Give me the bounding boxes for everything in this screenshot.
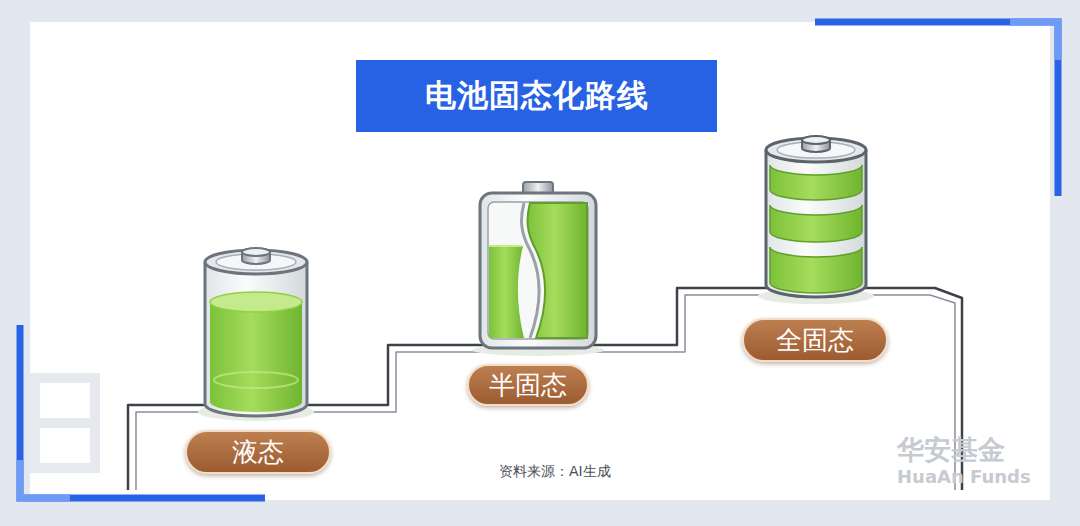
stage-pill: 全固态 xyxy=(742,318,888,362)
solid-battery xyxy=(758,136,874,304)
battery-body xyxy=(480,193,596,348)
white-panel xyxy=(30,22,1050,500)
wave-separator xyxy=(522,203,539,338)
semi-solid-battery xyxy=(472,182,604,356)
liquid-fill xyxy=(210,302,302,412)
corner-squares xyxy=(35,378,95,468)
liquid-fill xyxy=(489,246,524,338)
battery-cap-top xyxy=(802,136,830,144)
stage-pill: 液态 xyxy=(185,430,331,474)
solid-layer xyxy=(770,247,862,293)
title-banner: 电池固态化路线 xyxy=(356,60,717,132)
deco-square xyxy=(35,378,95,423)
stage-name: 全固态 xyxy=(776,323,854,358)
liquid-ring xyxy=(214,372,298,388)
watermark: HuaAn Funds xyxy=(897,466,1031,487)
liquid-surface xyxy=(489,245,522,247)
stage-name: 液态 xyxy=(232,435,284,470)
liquid-battery xyxy=(198,248,314,421)
corner-accent xyxy=(1010,22,1058,60)
stage-pill: 半固态 xyxy=(467,364,589,406)
watermark: 华安基金 xyxy=(897,432,1005,468)
liquid-surface xyxy=(210,292,302,312)
battery-body xyxy=(766,150,866,297)
battery-inner xyxy=(488,202,588,339)
solid-layer xyxy=(770,205,862,242)
solid-layer xyxy=(770,165,862,200)
stage-name: 半固态 xyxy=(489,368,567,403)
battery-body xyxy=(205,262,307,416)
battery-cap-top xyxy=(242,248,270,256)
source-note: 资料来源：AI生成 xyxy=(499,463,611,481)
deco-square xyxy=(35,423,95,468)
